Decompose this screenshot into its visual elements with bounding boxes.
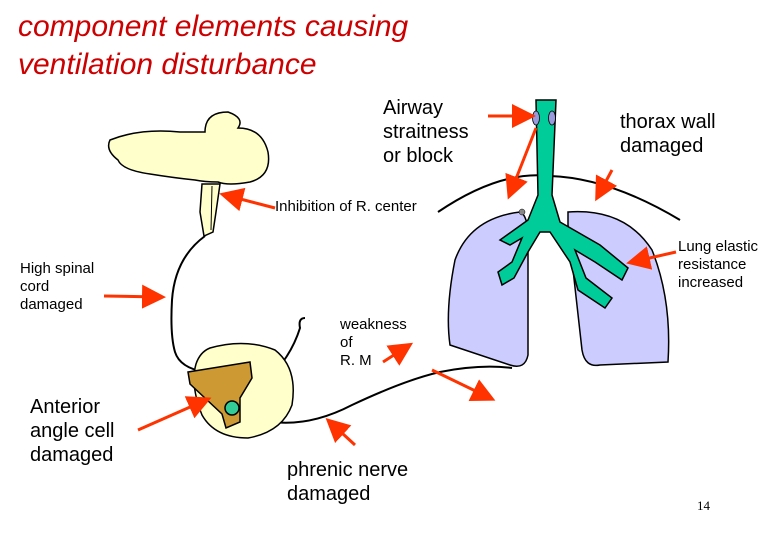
spinal-pathway bbox=[170, 235, 206, 373]
airway-obstruction-left bbox=[532, 110, 540, 126]
label-airway: Airway straitness or block bbox=[383, 97, 469, 167]
arrow-thorax bbox=[595, 169, 618, 202]
brainstem bbox=[199, 183, 221, 238]
airway-obstruction-right bbox=[548, 110, 556, 126]
arrow-airway-lower bbox=[505, 127, 538, 200]
label-thorax: thorax wall damaged bbox=[620, 111, 716, 157]
label-anterior-horn: Anterior angle cell damaged bbox=[30, 396, 115, 466]
arrow-weakness-rm bbox=[431, 368, 496, 401]
page-number: 14 bbox=[697, 498, 710, 513]
slide-title: component elements causing ventilation d… bbox=[18, 10, 409, 81]
label-spinal-cord: High spinal cord damaged bbox=[20, 260, 95, 313]
spinal-central-canal bbox=[224, 400, 240, 416]
arrow-anterior-horn bbox=[137, 396, 212, 432]
arrow-weakness bbox=[382, 342, 414, 366]
arrow-inhibition bbox=[219, 187, 276, 212]
thorax-outline bbox=[437, 174, 681, 221]
brain bbox=[107, 111, 270, 185]
label-weakness: weakness of R. M bbox=[340, 316, 407, 369]
label-phrenic: phrenic nerve damaged bbox=[287, 459, 409, 505]
brainstem-center bbox=[210, 185, 213, 231]
trachea bbox=[497, 99, 629, 310]
label-inhibition: Inhibition of R. center bbox=[275, 198, 417, 215]
label-lung-elastic: Lung elastic resistance increased bbox=[678, 238, 759, 291]
arrow-lung-elastic bbox=[626, 246, 677, 270]
phrenic-nerve bbox=[252, 365, 513, 424]
arrow-spinal-cord bbox=[103, 284, 166, 309]
airway-node bbox=[518, 208, 526, 216]
arrow-phrenic bbox=[325, 417, 357, 447]
